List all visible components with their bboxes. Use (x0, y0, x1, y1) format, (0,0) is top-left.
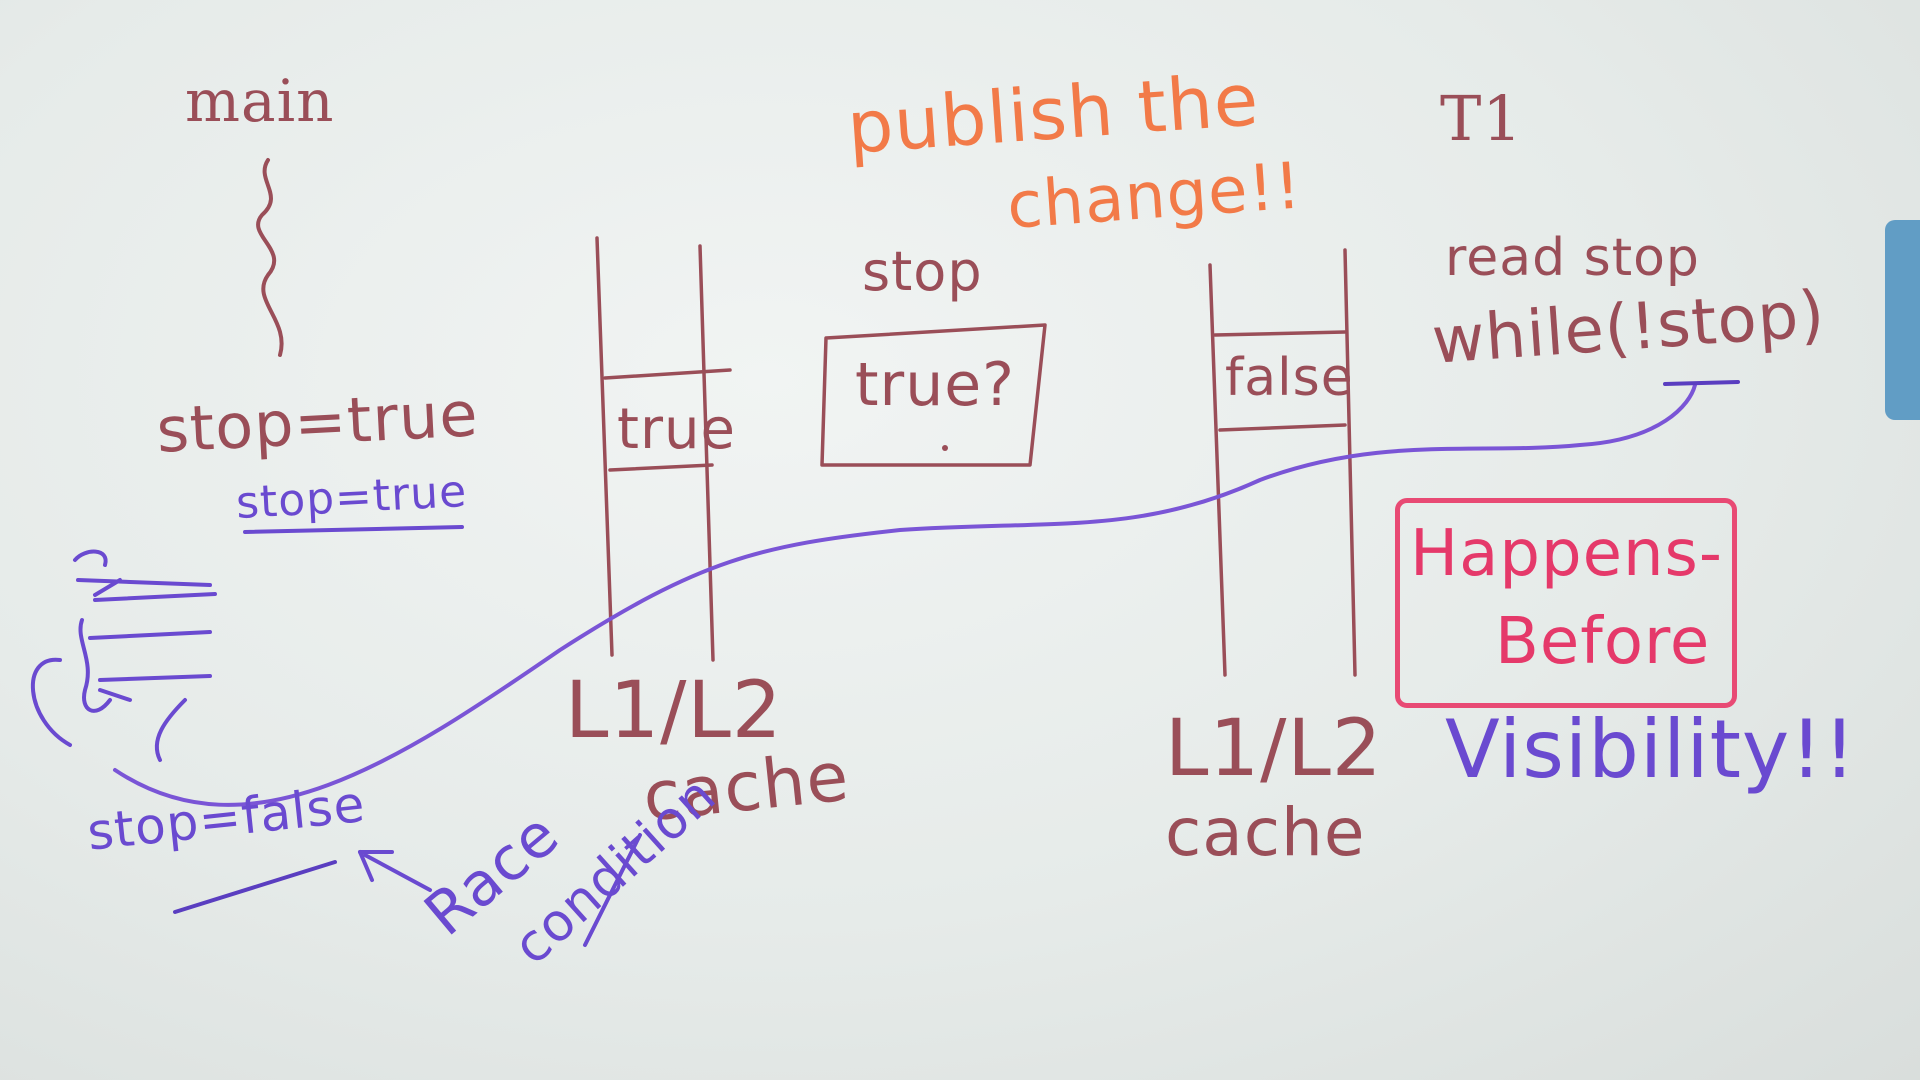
stop-underline (1663, 380, 1740, 386)
main-cache-label-line-1: L1/L2 (565, 666, 783, 756)
happens-before-line-2: Before (1495, 605, 1711, 679)
headline-line-2: change!! (1004, 149, 1304, 244)
main-cache-column (595, 236, 732, 662)
shared-memory-box (820, 323, 1047, 467)
main-thread-label: main (185, 67, 335, 135)
t1-read-statement: read stop (1445, 228, 1700, 288)
visibility-label: Visibility!! (1445, 703, 1857, 796)
main-assignment-copy: stop=true (234, 465, 469, 529)
t1-cache-column (1208, 248, 1357, 677)
eraser-cloth (1885, 220, 1920, 420)
t1-cache-value: false (1225, 348, 1354, 408)
main-thread-squiggle (256, 158, 284, 357)
main-cache-value: true (617, 397, 736, 462)
t1-thread-label: T1 (1440, 82, 1523, 155)
stop-false-underline (173, 860, 337, 914)
happens-before-box (1395, 498, 1737, 708)
shared-var-name: stop (862, 240, 983, 303)
t1-cache-label-line-1: L1/L2 (1165, 704, 1383, 794)
thread-bundle-arrows (30, 549, 217, 762)
race-arrow (358, 833, 642, 947)
happens-before-line-1: Happens- (1410, 517, 1723, 591)
t1-cache-label-line-2: cache (1165, 794, 1366, 871)
main-assignment: stop=true (154, 377, 481, 467)
visibility-flow-curve (113, 383, 1697, 807)
shared-var-value: true? (855, 350, 1015, 420)
stop-true-underline (243, 525, 464, 534)
